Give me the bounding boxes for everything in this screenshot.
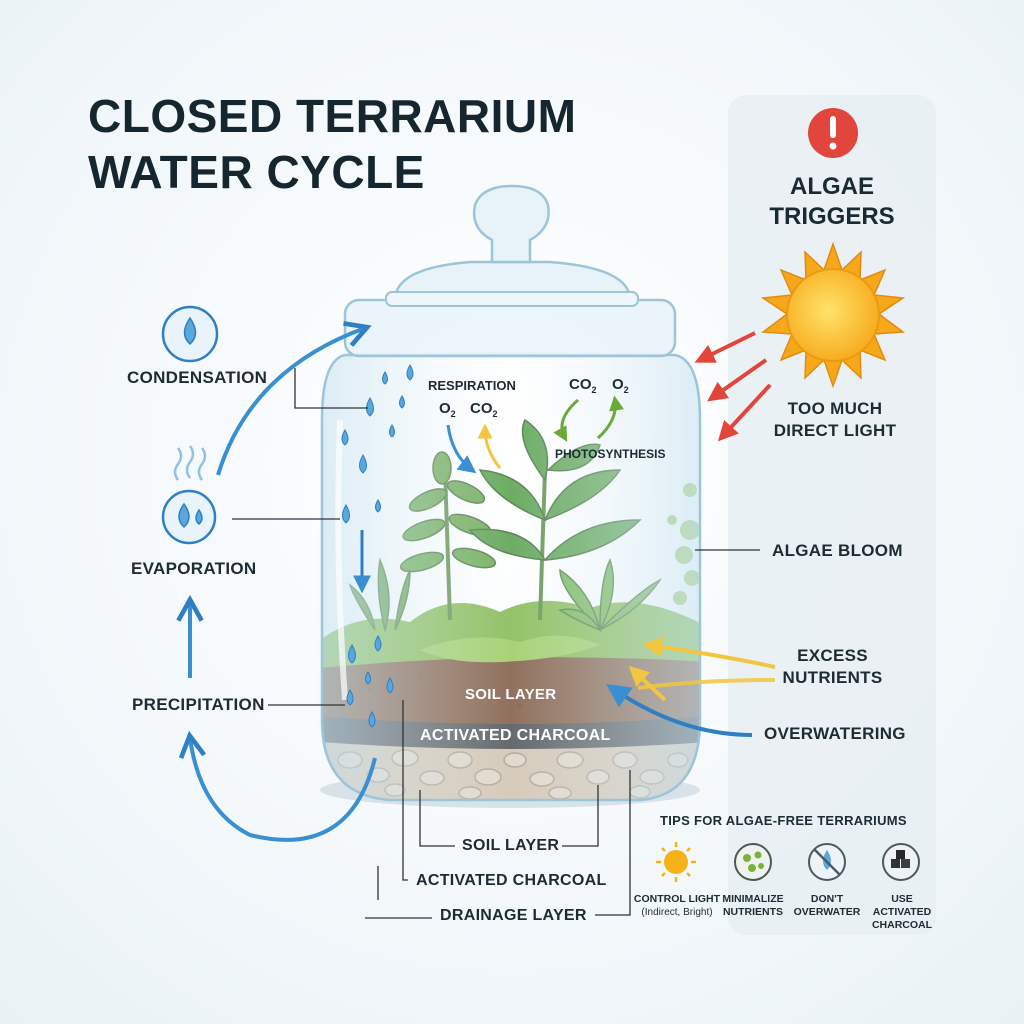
overwatering-arrow — [606, 683, 753, 737]
algae-triggers-title: ALGAE TRIGGERS — [769, 173, 895, 230]
algae-triggers-panel — [728, 95, 936, 935]
excess-nutrients-label: EXCESS NUTRIENTS — [782, 646, 883, 687]
jar-lid — [393, 260, 632, 302]
leader-lines — [232, 368, 760, 919]
precipitation-label: PRECIPITATION — [132, 695, 265, 714]
charcoal-callout: ACTIVATED CHARCOAL — [416, 872, 607, 889]
respiration-arrow-down — [446, 424, 477, 474]
tip-charcoal-icon — [882, 843, 920, 881]
soil-layer-callout: SOIL LAYER — [462, 837, 560, 854]
page-title: CLOSED TERRARIUM WATER CYCLE — [88, 88, 576, 200]
steam-icon — [173, 445, 207, 481]
tips-heading: TIPS FOR ALGAE-FREE TERRARIUMS — [660, 813, 907, 828]
tip-minimalize-nutrients: MINIMALIZE NUTRIENTS — [722, 893, 784, 918]
lid-knob — [472, 184, 550, 264]
evaporation-icon — [161, 489, 217, 545]
soil-layer-inner-label: SOIL LAYER — [465, 686, 557, 703]
co2-label-right: CO2 — [569, 376, 597, 395]
tip-control-light: CONTROL LIGHT (Indirect, Bright) — [633, 893, 721, 918]
warning-icon — [808, 108, 858, 158]
drainage-layer-callout: DRAINAGE LAYER — [440, 907, 587, 924]
tip-sun-icon — [656, 842, 696, 882]
tip-use-charcoal: USE ACTIVATED CHARCOAL — [871, 893, 933, 931]
cycle-arrow-up-to-jar — [216, 328, 365, 476]
o2-label-left: O2 — [439, 400, 456, 419]
tip-nutrients-icon — [734, 843, 772, 881]
tip-dont-overwater: DON'T OVERWATER — [793, 893, 861, 918]
photosynthesis-label: PHOTOSYNTHESIS — [555, 447, 666, 461]
nutrient-arrow-1 — [642, 637, 776, 669]
respiration-arrow-up — [477, 423, 502, 469]
condensation-icon — [161, 305, 219, 363]
cycle-arrow-return — [190, 738, 377, 842]
algae-bloom-label: ALGAE BLOOM — [772, 541, 903, 560]
title-line-2: WATER CYCLE — [88, 146, 425, 198]
co2-label-left: CO2 — [470, 400, 498, 419]
glass-jar — [320, 184, 702, 802]
title-line-1: CLOSED TERRARIUM — [88, 90, 577, 142]
o2-label-right: O2 — [612, 376, 629, 395]
tip-no-water-icon — [808, 843, 846, 881]
sun-icon — [760, 241, 906, 389]
evaporation-label: EVAPORATION — [131, 559, 257, 578]
photosynthesis-arrow-left — [553, 398, 579, 442]
condensation-droplets — [341, 364, 414, 728]
respiration-label: RESPIRATION — [428, 378, 516, 393]
too-much-light-label: TOO MUCH DIRECT LIGHT — [773, 399, 897, 440]
photosynthesis-arrow-right — [596, 395, 624, 440]
light-arrows — [694, 331, 772, 442]
condensation-label: CONDENSATION — [127, 368, 268, 387]
charcoal-inner-label: ACTIVATED CHARCOAL — [420, 727, 611, 744]
overwatering-label: OVERWATERING — [764, 724, 906, 743]
